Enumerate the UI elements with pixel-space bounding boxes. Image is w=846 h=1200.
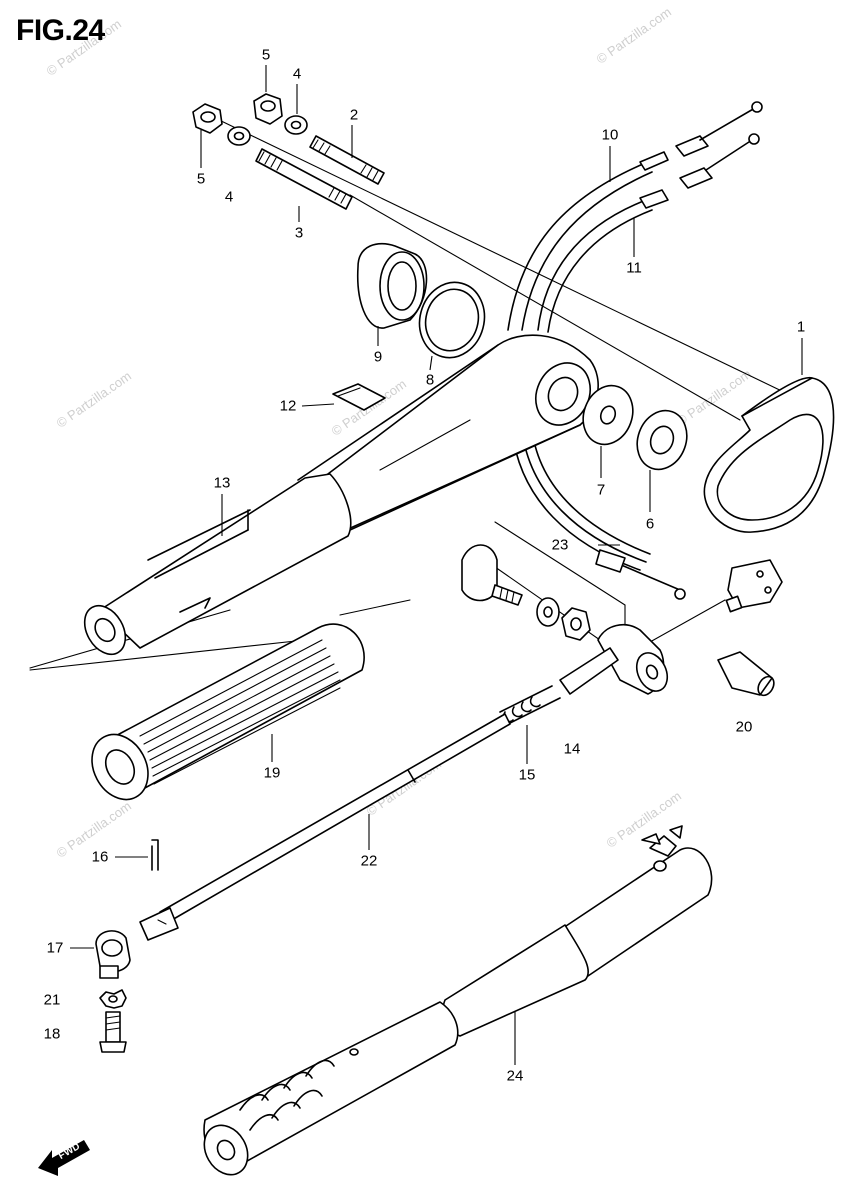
callout-13: 13: [213, 474, 231, 492]
ring-part-8: [418, 281, 486, 359]
washer-part-21: [99, 989, 127, 1009]
sleeve-part-13: [83, 473, 352, 656]
callout-9: 9: [373, 348, 383, 366]
friction-bolt: [461, 544, 523, 606]
callout-19: 19: [263, 764, 281, 782]
callout-20: 20: [735, 718, 753, 736]
bracket-part-1: [703, 376, 835, 533]
bush-part-6: [636, 409, 688, 471]
rod-part-22: [139, 713, 511, 941]
stud-part-2: [309, 135, 385, 185]
callout-15: 15: [518, 766, 536, 784]
pad-part-12: [332, 383, 386, 411]
guide-lines: [29, 117, 791, 671]
nut-part-5-right: [253, 93, 283, 125]
cable-lower-run: [511, 429, 651, 571]
callout-10: 10: [601, 126, 619, 144]
bushing-part-9: [356, 242, 428, 329]
callout-8: 8: [425, 371, 435, 389]
callout-11: 11: [626, 259, 642, 277]
callout-22: 22: [360, 852, 378, 870]
washer-part-4-right: [284, 115, 308, 135]
callout-3: 3: [294, 224, 304, 242]
callout-6: 6: [645, 515, 655, 533]
callout-5: 5: [196, 170, 206, 188]
spring-part-15: [499, 685, 561, 725]
callout-1: 1: [796, 318, 806, 336]
callout-14: 14: [563, 740, 581, 758]
callout-7: 7: [596, 481, 606, 499]
callout-12: 12: [279, 397, 297, 415]
sleeve-part-20: [717, 651, 775, 697]
throttle-knob-right: [725, 559, 783, 613]
callout-16: 16: [91, 848, 109, 866]
callout-2: 2: [349, 106, 359, 124]
grip-part-19: [91, 623, 365, 801]
screw-part-18: [99, 1011, 127, 1053]
extension-handle-part-24: [203, 825, 713, 1176]
washer-part-4-left: [227, 126, 251, 146]
friction-washer: [536, 597, 560, 627]
friction-nut: [561, 607, 591, 641]
callout-5: 5: [261, 46, 271, 64]
figure-title: FIG.24: [16, 14, 105, 47]
stud-part-3: [255, 148, 353, 210]
callout-4: 4: [224, 188, 234, 206]
cable-part-23: [595, 549, 686, 600]
callout-23: 23: [551, 536, 569, 554]
cable-part-11: [537, 133, 760, 333]
callout-17: 17: [46, 939, 64, 957]
callout-21: 21: [43, 991, 61, 1009]
tiller-arm: [297, 334, 599, 532]
callout-24: 24: [506, 1067, 524, 1085]
pin-part-16: [151, 839, 159, 871]
joint-part-17: [95, 930, 131, 979]
fwd-arrow-icon: [38, 1140, 90, 1176]
washer-part-7: [582, 384, 634, 446]
callout-18: 18: [43, 1025, 61, 1043]
throttle-shaft-part-14: [559, 624, 669, 695]
cable-part-10: [507, 101, 763, 331]
callout-4: 4: [292, 65, 302, 83]
nut-part-5-left: [192, 103, 223, 134]
